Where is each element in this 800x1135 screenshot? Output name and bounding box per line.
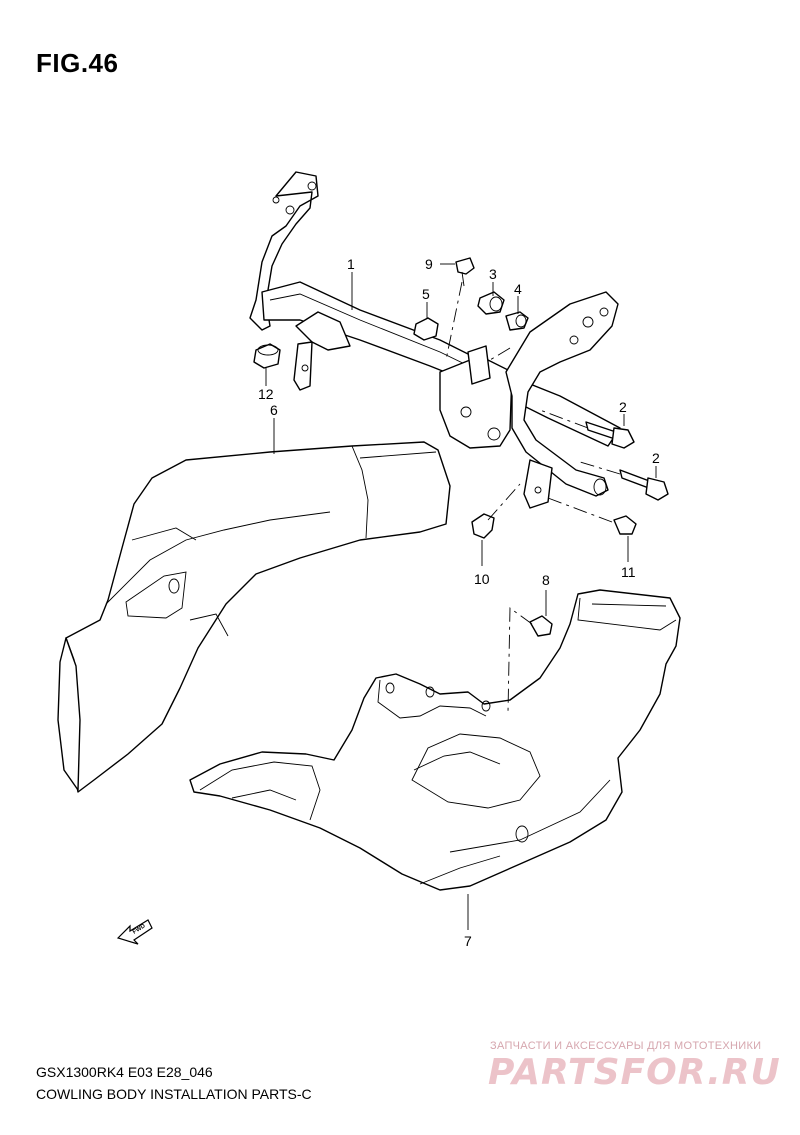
footer-diagram-title: COWLING BODY INSTALLATION PARTS-C [36,1086,312,1102]
callout-5: 5 [422,286,430,302]
callout-10: 10 [474,571,490,587]
callout-4: 4 [514,281,522,297]
bolt-2-lower[interactable] [619,469,669,501]
callout-11: 11 [621,564,636,580]
callout-1: 1 [347,256,355,272]
cushion-12[interactable] [253,343,281,369]
collar-4[interactable] [505,311,529,331]
screw-8[interactable] [529,615,553,637]
air-duct-left-part[interactable] [57,441,451,793]
watermark-subtitle: ЗАПЧАСТИ И АКСЕССУАРЫ ДЛЯ МОТОТЕХНИКИ [490,1040,762,1052]
callout-8: 8 [542,572,550,588]
callout-12: 12 [258,386,274,402]
fwd-arrow-icon: FWD [116,919,153,945]
air-duct-right-part[interactable] [189,589,681,891]
collar-3[interactable] [477,291,505,315]
callout-2-upper: 2 [619,399,627,415]
bolt-2-upper[interactable] [585,421,635,449]
cowling-brace-part[interactable] [249,171,621,509]
cushion-5[interactable] [413,317,439,341]
callout-9: 9 [425,256,433,272]
footer-model-code: GSX1300RK4 E03 E28_046 [36,1064,213,1080]
callout-2-lower: 2 [652,450,660,466]
bolt-9[interactable] [455,257,475,287]
callout-6: 6 [270,402,278,418]
callout-3: 3 [489,266,497,282]
callout-7: 7 [464,933,472,949]
leader-lines [265,263,657,930]
watermark-logo: PARTSFOR.RU [488,1052,781,1093]
figure-title: FIG.46 [36,48,119,78]
screw-11[interactable] [613,515,637,535]
